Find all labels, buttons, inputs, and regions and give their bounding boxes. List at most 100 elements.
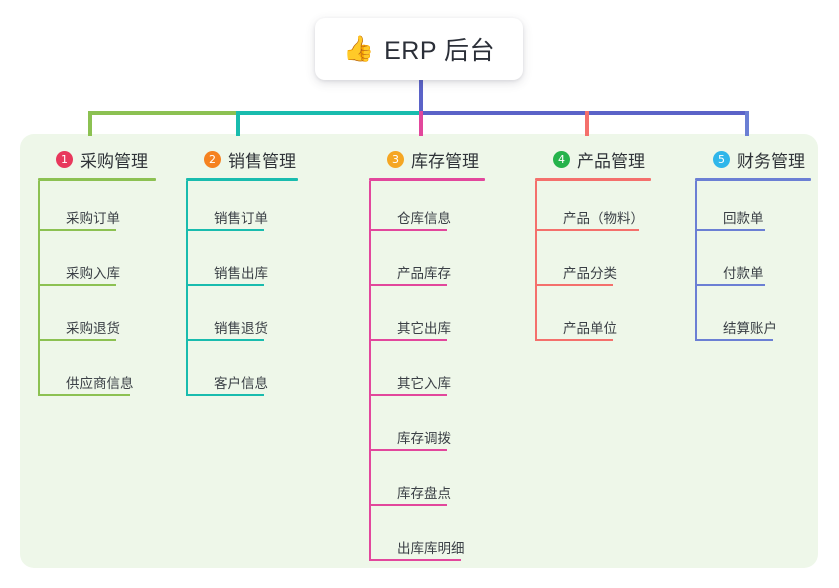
tree-item[interactable]: 库存调拨 — [369, 401, 485, 456]
branch-column-3: 3 库存管理 仓库信息 产品库存 其它出库 其它入库 — [369, 146, 485, 566]
tree-item-label: 客户信息 — [214, 376, 268, 391]
item-underline — [535, 229, 639, 231]
branch-title: 销售管理 — [228, 151, 296, 171]
tree-item-label: 回款单 — [723, 211, 764, 226]
branch-underline — [369, 178, 485, 181]
branch-number-badge: 3 — [387, 150, 404, 168]
branch-underline — [38, 178, 156, 181]
tree-item[interactable]: 结算账户 — [695, 291, 811, 346]
item-underline — [369, 504, 447, 506]
item-underline — [186, 339, 264, 341]
tree-item[interactable]: 产品单位 — [535, 291, 651, 346]
root-stem — [419, 80, 423, 113]
branch-header[interactable]: 1 采购管理 — [38, 146, 156, 172]
tree-item-label: 结算账户 — [723, 321, 777, 336]
branch-title: 产品管理 — [577, 151, 645, 171]
item-underline — [535, 284, 613, 286]
bus-indigo — [419, 111, 747, 115]
tree-item[interactable]: 采购订单 — [38, 181, 156, 236]
tree-item-label: 销售出库 — [214, 266, 268, 281]
branch-header[interactable]: 5 财务管理 — [695, 146, 811, 172]
tree-item-label: 产品（物料） — [563, 211, 644, 226]
tree-item[interactable]: 付款单 — [695, 236, 811, 291]
branch-column-5: 5 财务管理 回款单 付款单 结算账户 — [695, 146, 811, 346]
tree-item[interactable]: 产品分类 — [535, 236, 651, 291]
tree-item-label: 销售订单 — [214, 211, 268, 226]
tree-item[interactable]: 其它入库 — [369, 346, 485, 401]
tree-item-label: 出库库明细 — [397, 541, 465, 556]
tree-item-label: 产品单位 — [563, 321, 617, 336]
tree-item-label: 库存调拨 — [397, 431, 451, 446]
item-underline — [186, 394, 264, 396]
branch-spine — [695, 181, 697, 341]
branch-header[interactable]: 2 销售管理 — [186, 146, 298, 172]
item-underline — [38, 339, 116, 341]
branch-number-badge: 1 — [56, 150, 73, 168]
item-underline — [535, 339, 613, 341]
item-underline — [38, 229, 116, 231]
tree-item[interactable]: 产品（物料） — [535, 181, 651, 236]
tree-item-label: 采购订单 — [66, 211, 120, 226]
branch-underline — [535, 178, 651, 181]
branch-column-2: 2 销售管理 销售订单 销售出库 销售退货 客户信息 — [186, 146, 298, 401]
tree-item[interactable]: 库存盘点 — [369, 456, 485, 511]
branch-item-list: 产品（物料） 产品分类 产品单位 — [535, 181, 651, 346]
item-underline — [695, 229, 765, 231]
item-underline — [369, 339, 447, 341]
branch-underline — [695, 178, 811, 181]
tree-item[interactable]: 供应商信息 — [38, 346, 156, 401]
drop-inventory — [419, 111, 423, 136]
branch-spine — [38, 181, 40, 396]
item-underline — [369, 284, 447, 286]
item-underline — [369, 229, 447, 231]
tree-item[interactable]: 销售退货 — [186, 291, 298, 346]
item-underline — [369, 559, 461, 561]
tree-item[interactable]: 出库库明细 — [369, 511, 485, 566]
tree-item-label: 其它出库 — [397, 321, 451, 336]
branch-header[interactable]: 4 产品管理 — [535, 146, 651, 172]
drop-sales — [236, 111, 240, 136]
tree-item[interactable]: 销售出库 — [186, 236, 298, 291]
branch-spine — [369, 181, 371, 561]
root-node[interactable]: 👍 ERP 后台 — [315, 18, 523, 80]
tree-item[interactable]: 采购退货 — [38, 291, 156, 346]
tree-item-label: 产品分类 — [563, 266, 617, 281]
item-underline — [38, 394, 130, 396]
tree-item-label: 产品库存 — [397, 266, 451, 281]
tree-item[interactable]: 仓库信息 — [369, 181, 485, 236]
tree-item-label: 付款单 — [723, 266, 764, 281]
branch-spine — [535, 181, 537, 341]
branch-item-list: 采购订单 采购入库 采购退货 供应商信息 — [38, 181, 156, 401]
drop-product — [585, 111, 589, 136]
tree-item[interactable]: 客户信息 — [186, 346, 298, 401]
tree-item[interactable]: 产品库存 — [369, 236, 485, 291]
branch-underline — [186, 178, 298, 181]
tree-item-label: 库存盘点 — [397, 486, 451, 501]
branch-header[interactable]: 3 库存管理 — [369, 146, 485, 172]
thumbs-up-icon: 👍 — [342, 34, 375, 63]
tree-item[interactable]: 销售订单 — [186, 181, 298, 236]
tree-item-label: 采购入库 — [66, 266, 120, 281]
bus-green — [88, 111, 236, 115]
branch-title: 财务管理 — [737, 151, 805, 171]
tree-item[interactable]: 其它出库 — [369, 291, 485, 346]
item-underline — [186, 284, 264, 286]
tree-item[interactable]: 采购入库 — [38, 236, 156, 291]
tree-item-label: 仓库信息 — [397, 211, 451, 226]
branch-number-badge: 4 — [553, 150, 570, 168]
tree-item-label: 销售退货 — [214, 321, 268, 336]
branch-column-4: 4 产品管理 产品（物料） 产品分类 产品单位 — [535, 146, 651, 346]
branch-spine — [186, 181, 188, 396]
tree-item-label: 采购退货 — [66, 321, 120, 336]
item-underline — [186, 229, 264, 231]
branch-item-list: 销售订单 销售出库 销售退货 客户信息 — [186, 181, 298, 401]
branch-column-1: 1 采购管理 采购订单 采购入库 采购退货 供应商信息 — [38, 146, 156, 401]
item-underline — [695, 284, 765, 286]
branch-item-list: 仓库信息 产品库存 其它出库 其它入库 库存调拨 库存盘点 出库库明细 — [369, 181, 485, 566]
item-underline — [38, 284, 116, 286]
tree-item[interactable]: 回款单 — [695, 181, 811, 236]
branch-number-badge: 2 — [204, 150, 221, 168]
drop-purchase — [88, 111, 92, 136]
branch-title: 库存管理 — [411, 151, 479, 171]
